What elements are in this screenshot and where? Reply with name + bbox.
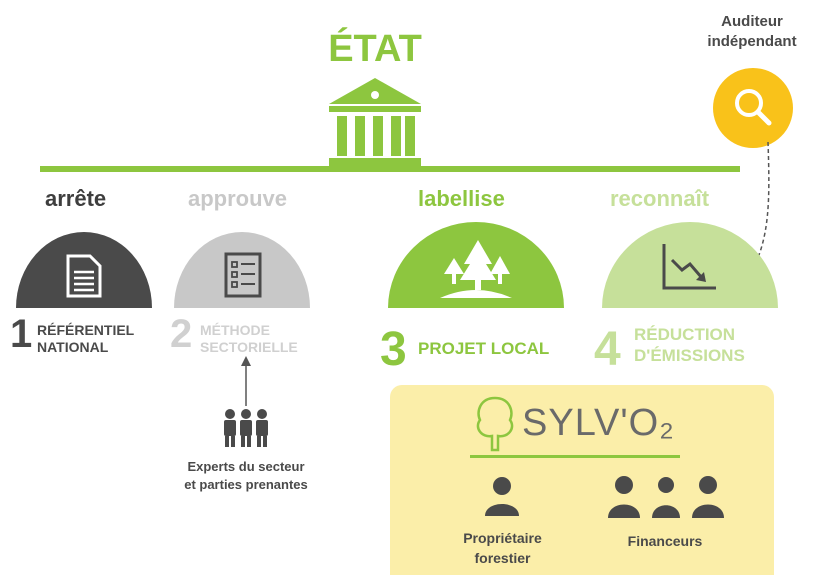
people-icon — [608, 476, 724, 518]
auditor-line2: indépendant — [707, 33, 797, 50]
government-building-icon — [329, 78, 421, 166]
experts-line2: et parties prenantes — [184, 477, 308, 492]
experts-arrow — [241, 356, 251, 406]
step1-number: 1 — [10, 312, 33, 356]
step4-line1: RÉDUCTION — [634, 325, 736, 344]
verb-approuve: approuve — [188, 186, 288, 211]
experts-label: Experts du secteur et parties prenantes — [160, 458, 332, 494]
state-line — [40, 166, 740, 172]
step2-line2: SECTORIELLE — [200, 339, 298, 355]
verb-labellise: labellise — [418, 186, 505, 211]
step2-dome — [174, 232, 310, 308]
declining-chart-icon — [662, 244, 716, 290]
step2-label: MÉTHODE SECTORIELLE — [200, 322, 298, 356]
step1-dome — [16, 232, 152, 308]
step1-line1: RÉFÉRENTIEL — [37, 322, 135, 338]
experts-line1: Experts du secteur — [187, 459, 305, 474]
verb-reconnait: reconnaît — [610, 186, 710, 211]
verb-arrete: arrête — [45, 186, 107, 211]
tree-logo-icon — [476, 396, 514, 452]
step3-number: 3 — [380, 323, 407, 376]
forest-icon — [440, 240, 512, 298]
owner-line1: Propriétaire — [463, 530, 542, 546]
step2-line1: MÉTHODE — [200, 322, 270, 338]
step3-label: PROJET LOCAL — [418, 339, 550, 358]
people-group-icon — [224, 409, 268, 447]
funders-label: Financeurs — [627, 533, 703, 549]
step1-label: RÉFÉRENTIEL NATIONAL — [37, 322, 134, 356]
auditor-line1: Auditeur — [721, 13, 783, 30]
step4-label: RÉDUCTION D'ÉMISSIONS — [634, 324, 745, 366]
magnifier-icon — [713, 68, 793, 148]
owner-label: Propriétaire forestier — [430, 528, 575, 568]
step4-number: 4 — [594, 323, 621, 376]
auditor-label: Auditeur indépendant — [692, 12, 812, 52]
sylvo-underline — [470, 455, 680, 458]
owner-line2: forestier — [474, 550, 531, 566]
step1-line2: NATIONAL — [37, 339, 109, 355]
sylvo-logo-text: SYLV'O₂ — [522, 402, 675, 444]
person-icon — [485, 477, 519, 516]
step2-number: 2 — [170, 312, 193, 356]
document-icon — [66, 254, 102, 298]
step4-line2: D'ÉMISSIONS — [634, 346, 745, 365]
page-title: ÉTAT — [328, 28, 422, 70]
checklist-icon — [224, 252, 262, 298]
